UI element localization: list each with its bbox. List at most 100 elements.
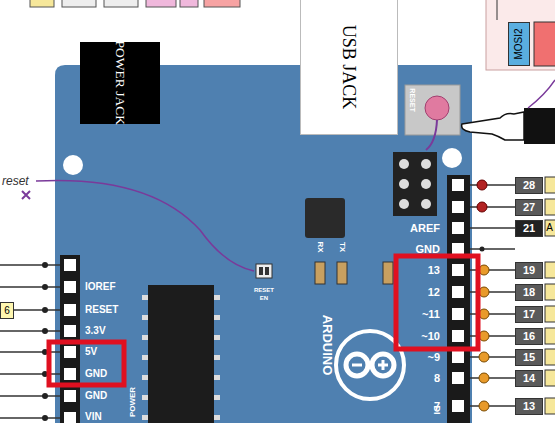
mount-hole xyxy=(63,155,83,175)
pin-name: GND xyxy=(85,369,107,379)
icsp-header xyxy=(393,152,437,216)
box-text: 17 xyxy=(523,309,535,320)
header-pins xyxy=(452,179,464,412)
box-text: 14 xyxy=(523,373,535,384)
box-text: 13 xyxy=(523,401,535,412)
pin-tag: MOSI2 xyxy=(508,22,530,66)
pin-name: 12 xyxy=(428,287,440,298)
box-text: 21 xyxy=(523,223,535,234)
pin-name: IOREF xyxy=(85,282,116,292)
pin-name: 3.3V xyxy=(85,326,106,336)
box-text: 27 xyxy=(523,202,535,213)
pin-name: 8 xyxy=(434,373,440,384)
pin-name: ~10 xyxy=(421,331,440,342)
pin-tag xyxy=(534,22,555,66)
pin-tag xyxy=(146,0,176,7)
pin-name: 13 xyxy=(428,265,440,276)
led xyxy=(383,262,393,284)
brand-label: ARDUINO xyxy=(321,315,334,376)
power-jack: POWER JACK xyxy=(80,42,160,124)
highlight-box xyxy=(49,342,124,385)
pointing-hand xyxy=(462,112,524,140)
logo-minus xyxy=(352,364,362,367)
pin-tag xyxy=(30,0,54,7)
box-text: 15 xyxy=(523,352,535,363)
pin-marker xyxy=(477,180,487,190)
pin-name: ~11 xyxy=(422,309,440,320)
leader-line xyxy=(528,80,555,108)
pin-marker xyxy=(477,202,487,212)
pin-number-box: 27 xyxy=(515,199,543,216)
logo-infinity xyxy=(372,354,394,376)
cross-mark xyxy=(22,191,30,199)
box-text: 18 xyxy=(523,287,535,298)
led xyxy=(315,262,325,284)
tick-line xyxy=(497,0,498,20)
pin-tag xyxy=(104,0,138,7)
header-pin xyxy=(399,179,409,189)
led-label: RX xyxy=(316,241,324,252)
reset-button xyxy=(405,85,460,135)
reset-button-cap xyxy=(425,96,449,120)
pin-number-box: 28 xyxy=(515,177,543,194)
pin-number-box: 18 xyxy=(515,284,543,301)
power-header xyxy=(60,255,80,423)
pin-name: VIN xyxy=(85,412,102,422)
pin-number-box: 13 xyxy=(515,398,543,415)
pin-number-box: 16 xyxy=(515,328,543,345)
box-text: POWER JACK xyxy=(113,41,127,125)
digital-header xyxy=(447,175,470,423)
pin-name: AREF xyxy=(410,223,440,234)
box-text: 28 xyxy=(523,180,535,191)
callout-label: reset xyxy=(2,175,29,187)
pin-number-box: 19 xyxy=(515,262,543,279)
pin-number-box: 17 xyxy=(515,306,543,323)
jumper-pad xyxy=(259,267,263,275)
pin-marker xyxy=(480,247,485,252)
header-pin xyxy=(399,199,409,209)
jumper-pad xyxy=(265,267,269,275)
pin-tag xyxy=(180,0,198,7)
header-pin xyxy=(421,199,431,209)
pin-name: GND xyxy=(416,244,440,255)
pin-name: RESET xyxy=(85,305,118,315)
header-label: DI xyxy=(432,406,441,415)
highlight-box xyxy=(396,256,478,349)
pin-name: 5V xyxy=(85,347,97,357)
microcontroller xyxy=(148,285,214,423)
box-text: 6 xyxy=(4,306,10,316)
header-label: POWER xyxy=(129,387,137,417)
pin-number-box: 21 xyxy=(515,220,543,237)
header-pin xyxy=(421,159,431,169)
mount-hole xyxy=(442,148,462,168)
pin-tag xyxy=(62,0,96,7)
pin-tag: 6 xyxy=(0,302,14,319)
part-label: EN xyxy=(260,295,268,301)
pin-number-box: 14 xyxy=(515,370,543,387)
usb-jack: USB JACK xyxy=(300,0,398,135)
pin-name: GND xyxy=(85,391,107,401)
pin-tag xyxy=(204,0,240,7)
box-text: 16 xyxy=(523,331,535,342)
logo-infinity xyxy=(346,354,368,376)
part-label: RESET xyxy=(409,88,416,111)
chip-pins xyxy=(142,295,220,420)
legend-panel xyxy=(486,0,555,70)
hand-cuff xyxy=(524,108,555,144)
reset-jumper xyxy=(256,264,272,278)
box-text: MOSI2 xyxy=(514,28,524,59)
pin-tags xyxy=(545,177,555,414)
led xyxy=(337,262,347,284)
pin-name: ~9 xyxy=(427,352,440,363)
led-label: TX xyxy=(338,242,346,252)
usb-chip xyxy=(305,198,345,238)
box-text: USB JACK xyxy=(340,24,358,109)
part-label: RESET xyxy=(254,287,274,293)
header-pin xyxy=(421,179,431,189)
box-text: 19 xyxy=(523,265,535,276)
header-pin xyxy=(399,159,409,169)
pin-number-box: 15 xyxy=(515,349,543,366)
leader-line xyxy=(426,120,437,150)
